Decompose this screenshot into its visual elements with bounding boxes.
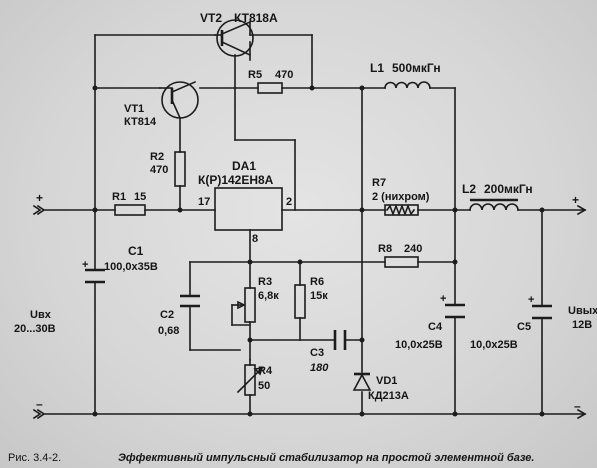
l1-value: 500мкГн [392, 61, 441, 75]
r4-value: 50 [258, 380, 270, 392]
c5-polarity: + [528, 294, 534, 306]
caption-number: Рис. 3.4-2. [8, 452, 61, 464]
transistor-vt1-symbol [159, 80, 199, 120]
l2-ref: L2 [462, 182, 476, 196]
r8-value: 240 [404, 243, 422, 255]
uin-label: Uвх [30, 309, 52, 321]
c3-ref: C3 [310, 347, 324, 359]
input-minus-sign: – [36, 397, 43, 411]
junction-dots [92, 85, 545, 417]
c1-polarity: + [82, 259, 88, 271]
r4-ref: R4 [258, 365, 273, 377]
c4-value: 10,0x25В [395, 339, 443, 351]
transistor-vt2-symbol [214, 19, 254, 57]
r7-value: 2 (нихром) [372, 191, 430, 203]
terminal-arrows [32, 204, 587, 420]
resistor-r5-symbol [257, 82, 283, 94]
capacitor-c3-symbol [333, 330, 347, 350]
c4-polarity: + [440, 293, 446, 305]
c1-value: 100,0x35В [104, 261, 158, 273]
c5-value: 10,0x25В [470, 339, 518, 351]
r2-value: 470 [150, 164, 168, 176]
resistor-r7-symbol [384, 203, 419, 217]
c1-ref: C1 [128, 244, 144, 258]
c5-ref: C5 [517, 321, 531, 333]
uout-label: Uвых [568, 305, 597, 317]
vd1-type: КД213А [368, 390, 409, 402]
capacitor-c4-symbol [445, 303, 465, 319]
c3-value: 180 [310, 362, 329, 374]
c2-ref: C2 [160, 309, 174, 321]
da1-ref: DA1 [232, 159, 256, 173]
inductor-l2-symbol [469, 198, 519, 211]
c4-ref: C4 [428, 321, 443, 333]
r5-ref: R5 [248, 69, 262, 81]
capacitor-c5-symbol [532, 304, 552, 320]
output-plus-sign: + [572, 193, 579, 207]
caption-text: Эффективный импульсный стабилизатор на п… [118, 452, 535, 464]
r5-value: 470 [275, 69, 293, 81]
resistor-r8-symbol [384, 256, 419, 268]
da1-pin-in: 17 [198, 196, 210, 208]
vt1-type: КТ814 [124, 116, 157, 128]
r3-value: 6,8к [258, 290, 279, 302]
vt1-ref: VT1 [124, 103, 144, 115]
chip-da1-body [214, 187, 283, 231]
r2-ref: R2 [150, 151, 164, 163]
capacitor-c2-symbol [180, 294, 200, 308]
figure-caption: Рис. 3.4-2. Эффективный импульсный стаби… [8, 452, 535, 464]
l1-ref: L1 [370, 61, 384, 75]
r6-value: 15к [310, 290, 328, 302]
resistor-r1-symbol [114, 204, 146, 216]
r7-ref: R7 [372, 177, 386, 189]
vd1-ref: VD1 [376, 375, 397, 387]
input-plus-sign: + [36, 191, 43, 205]
labels: VT2 КТ818А VT1 КТ814 R5 470 L1 500мкГн R… [14, 11, 597, 413]
resistor-r6-symbol [294, 284, 306, 319]
inductor-l1-symbol [384, 81, 431, 89]
resistor-r2-symbol [174, 151, 186, 187]
r1-value: 15 [134, 191, 146, 203]
r1-ref: R1 [112, 191, 126, 203]
resistor-r4-symbol [236, 364, 264, 396]
r8-ref: R8 [378, 243, 392, 255]
capacitor-c1-symbol [85, 268, 105, 284]
da1-pin-out: 2 [286, 196, 292, 208]
vt2-ref: VT2 [200, 11, 222, 25]
vt2-type: КТ818А [234, 11, 278, 25]
l2-value: 200мкГн [484, 182, 533, 196]
output-minus-sign: – [574, 399, 581, 413]
diode-vd1-symbol [352, 372, 372, 391]
uin-value: 20...30В [14, 323, 56, 335]
c2-value: 0,68 [158, 325, 179, 337]
wires [44, 34, 586, 415]
resistor-r3-symbol [237, 287, 256, 323]
da1-type: К(Р)142ЕН8А [198, 173, 274, 187]
uout-value: 12В [572, 319, 592, 331]
r6-ref: R6 [310, 276, 324, 288]
da1-pin-gnd: 8 [252, 233, 258, 245]
r3-ref: R3 [258, 276, 272, 288]
